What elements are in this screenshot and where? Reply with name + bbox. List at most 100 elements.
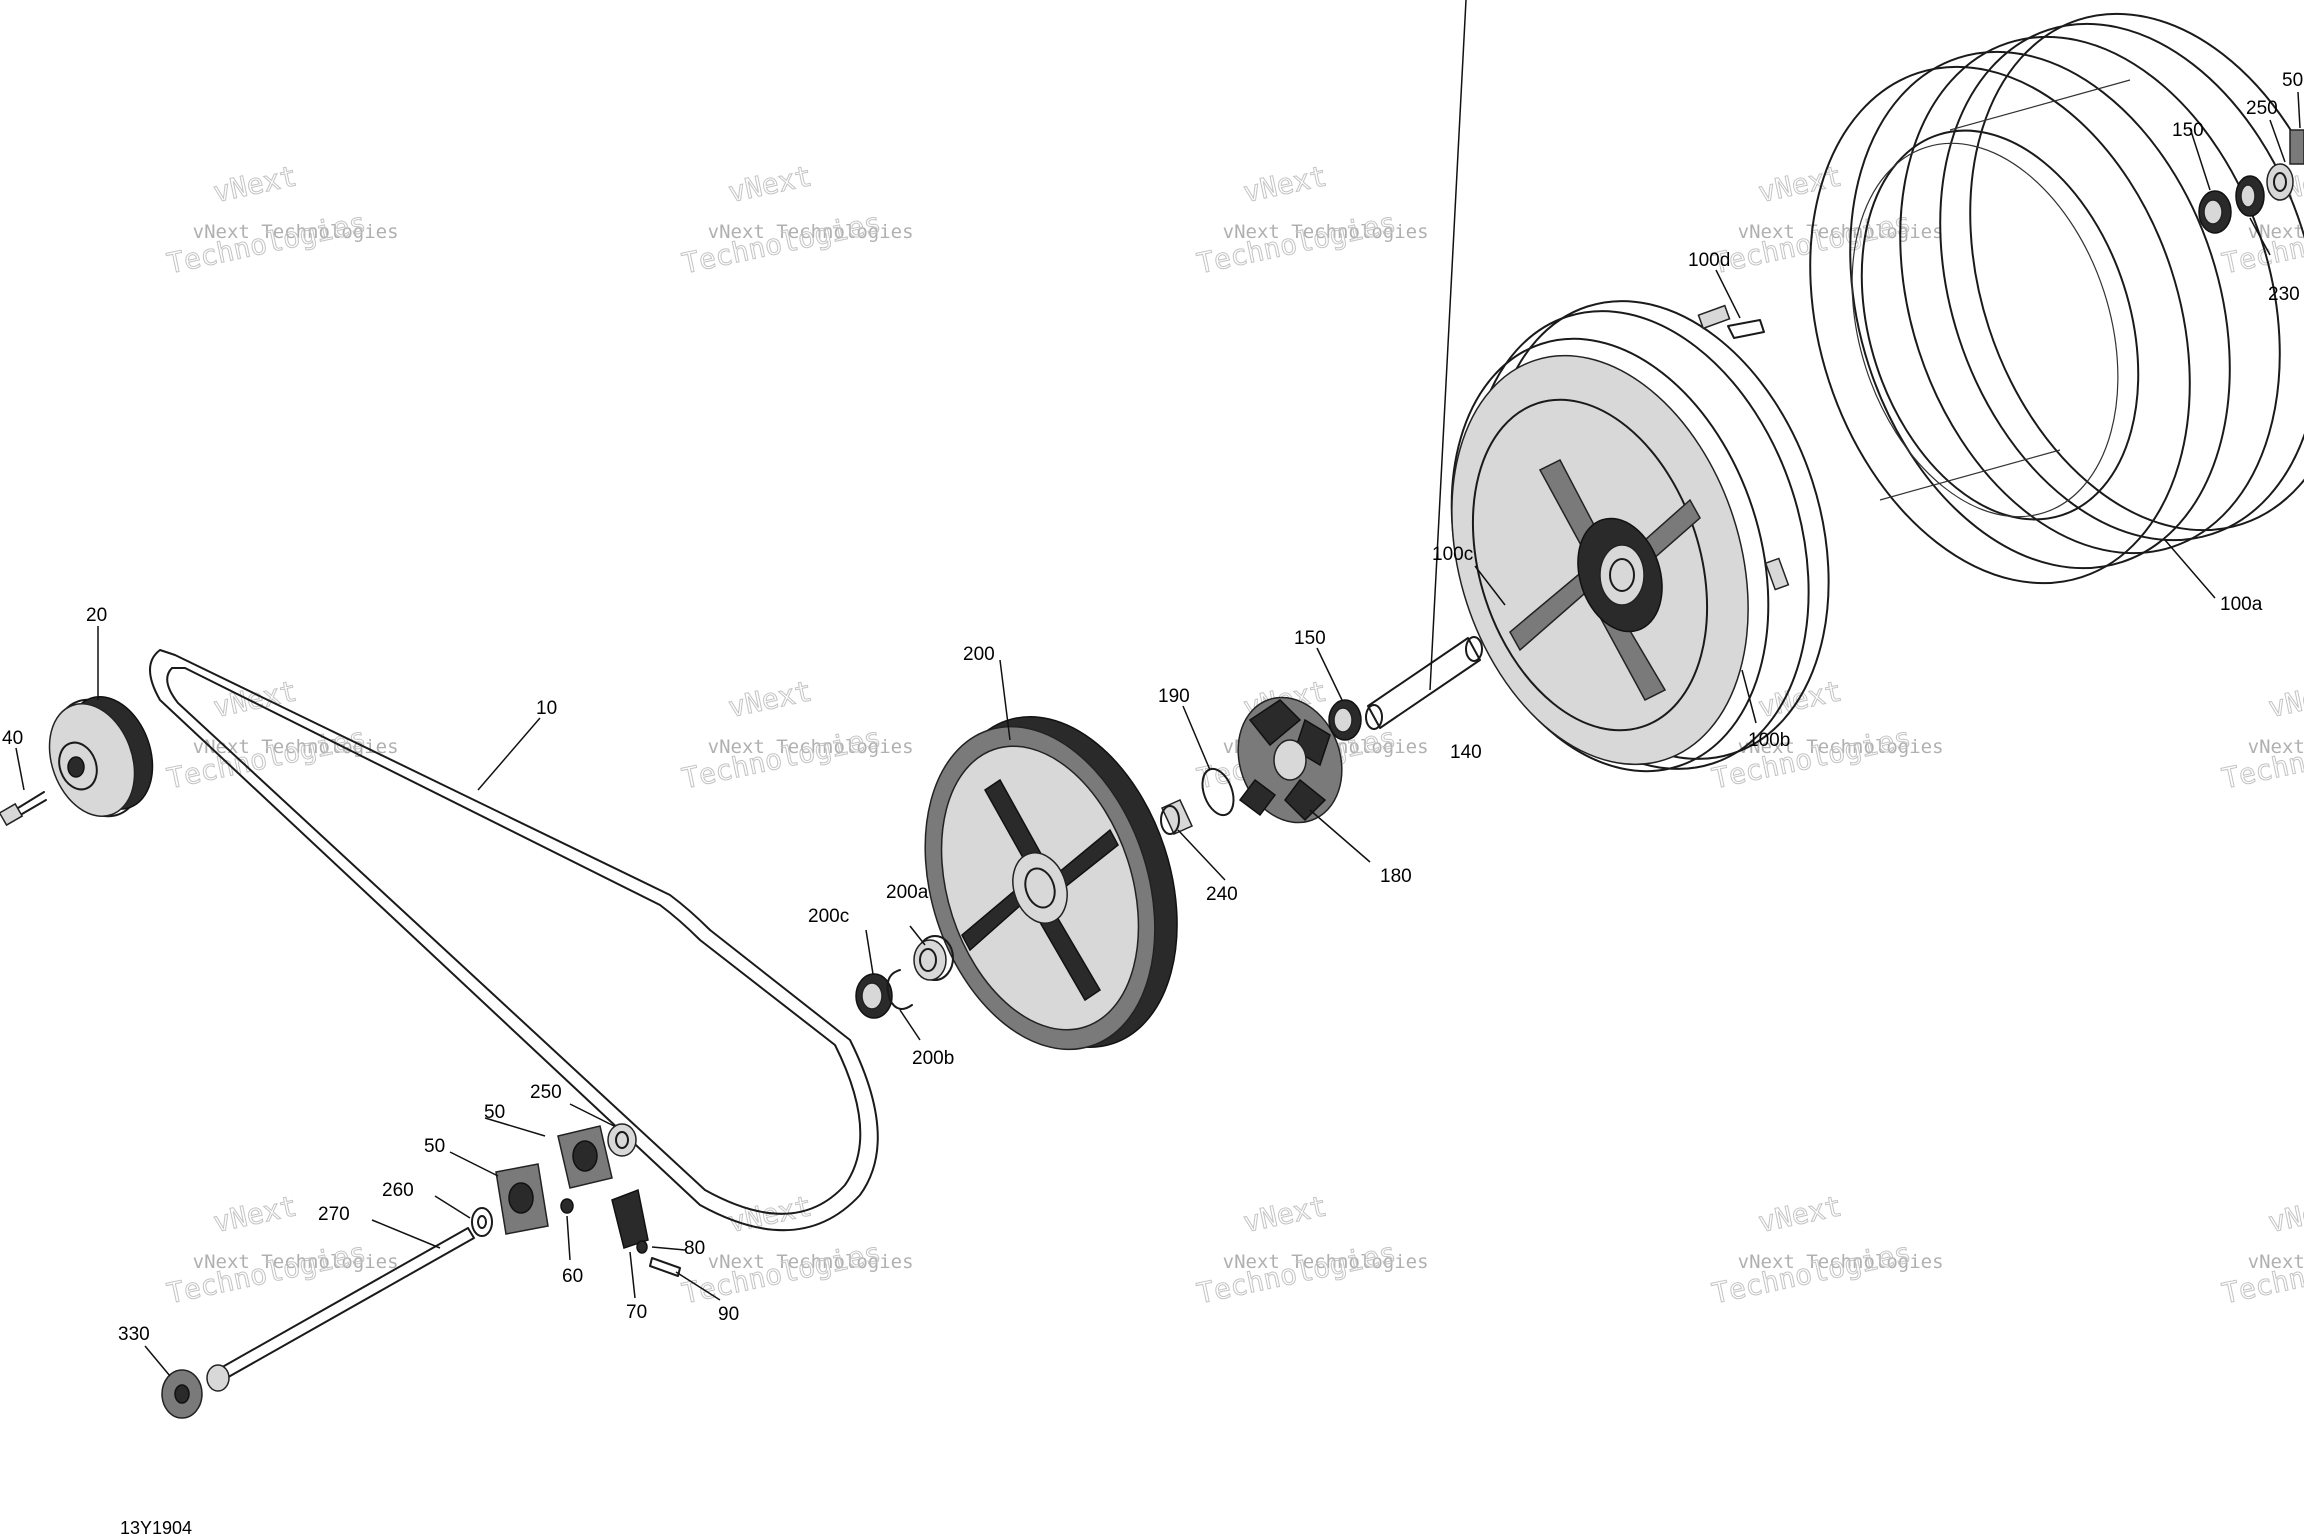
bearing-150-right <box>2198 190 2232 234</box>
svg-text:Technologies: Technologies <box>1194 1236 1399 1310</box>
watermark-line-3: Technologies <box>164 206 369 280</box>
svg-text:vNext Technologies: vNext Technologies <box>1738 1251 1944 1273</box>
circlip-200b <box>886 969 913 1010</box>
svg-text:vNext: vNext <box>1240 1189 1329 1239</box>
callout-50-lower: 50 <box>424 1136 445 1157</box>
bolt-90 <box>649 1257 681 1277</box>
callout-330: 330 <box>118 1324 150 1345</box>
callout-150-right: 150 <box>2172 120 2204 141</box>
axle-sleeve-140 <box>1365 636 1483 730</box>
svg-text:vNext: vNext <box>1240 159 1329 209</box>
washer-80 <box>636 1240 648 1254</box>
pulley-bolt <box>0 791 47 827</box>
watermark-tile: vNext vNext Technologies Technologies <box>1194 1189 1429 1311</box>
svg-text:vNext Technologies: vNext Technologies <box>2248 221 2304 243</box>
callout-250-right: 250 <box>2246 98 2278 119</box>
callout-150-mid: 150 <box>1294 628 1326 649</box>
callout-100d: 100d <box>1688 250 1730 271</box>
svg-text:Technologies: Technologies <box>679 1236 884 1310</box>
watermark-tile: vNext vNext Technologies Technologies <box>679 674 914 796</box>
svg-text:vNext: vNext <box>725 1189 814 1239</box>
svg-text:vNext: vNext <box>1755 674 1844 724</box>
seal-230 <box>2235 175 2265 217</box>
watermark-tile: vNext vNext Technologies Technologies <box>164 1189 399 1311</box>
svg-text:Technologies: Technologies <box>2219 1236 2304 1310</box>
svg-text:vNext Technologies: vNext Technologies <box>1738 221 1944 243</box>
watermark-tile: vNext vNext Technologies Technologies <box>164 674 399 796</box>
svg-text:vNext Technologies: vNext Technologies <box>1738 736 1944 758</box>
svg-text:vNext Technologies: vNext Technologies <box>193 736 399 758</box>
cush-drive <box>1237 696 1343 824</box>
drive-pulley <box>48 696 154 818</box>
svg-text:Technologies: Technologies <box>1709 721 1914 795</box>
callout-100b: 100b <box>1748 730 1790 751</box>
wheel-rim <box>1450 300 1830 773</box>
spacer-240 <box>1160 799 1193 835</box>
spacer-250-right <box>2266 163 2294 201</box>
svg-text:Technologies: Technologies <box>1194 206 1399 280</box>
svg-text:vNext: vNext <box>725 159 814 209</box>
callout-230: 230 <box>2268 284 2300 305</box>
bearing-200a <box>913 935 954 981</box>
svg-text:vNext: vNext <box>2265 1189 2304 1239</box>
adjuster-50-upper <box>557 1125 613 1189</box>
svg-text:vNext: vNext <box>1755 159 1844 209</box>
figure-id: 13Y1904 <box>120 1518 192 1536</box>
watermark-tile: vNext vNext Technologies Technologies <box>1194 159 1429 281</box>
svg-text:vNext: vNext <box>210 1189 299 1239</box>
svg-text:vNext Technologies: vNext Technologies <box>1223 1251 1429 1273</box>
callout-90: 90 <box>718 1304 739 1325</box>
svg-text:vNext: vNext <box>2265 674 2304 724</box>
callout-70: 70 <box>626 1302 647 1323</box>
callout-260: 260 <box>382 1180 414 1201</box>
svg-text:Technologies: Technologies <box>679 206 884 280</box>
callout-50-upper: 50 <box>484 1102 505 1123</box>
nut-60 <box>560 1198 574 1214</box>
callout-50-right: 50 <box>2282 70 2303 91</box>
callout-10: 10 <box>536 698 557 719</box>
callout-180: 180 <box>1380 866 1412 887</box>
svg-text:vNext Technologies: vNext Technologies <box>708 1251 914 1273</box>
callout-250-left: 250 <box>530 1082 562 1103</box>
callout-100a: 100a <box>2220 594 2263 615</box>
svg-text:vNext Technologies: vNext Technologies <box>708 221 914 243</box>
watermark-tile: vNext vNext Technologies Technologies <box>2219 674 2304 796</box>
svg-text:Technologies: Technologies <box>164 1236 369 1310</box>
seal-200c <box>855 973 893 1019</box>
callout-40: 40 <box>2 728 23 749</box>
callout-140: 140 <box>1450 742 1482 763</box>
washer-260 <box>471 1207 493 1237</box>
watermark-tile: vNext vNext Technologies Technologies <box>1709 1189 1944 1311</box>
callout-200c: 200c <box>808 906 849 927</box>
callout-labels: 10 20 40 200 200a 200c 200b 190 240 180 … <box>2 70 2303 1345</box>
drive-belt <box>149 649 879 1232</box>
adjuster-50-lower <box>495 1163 549 1235</box>
callout-80: 80 <box>684 1238 705 1259</box>
svg-text:vNext Technologies: vNext Technologies <box>193 1251 399 1273</box>
tire-100a <box>1809 12 2304 585</box>
svg-text:Technologies: Technologies <box>679 721 884 795</box>
svg-text:vNext Technologies: vNext Technologies <box>708 736 914 758</box>
balance-weight-100d <box>1727 319 1765 339</box>
callout-100c: 100c <box>1432 544 1473 565</box>
watermark-line-2: vNext Technologies <box>193 221 399 243</box>
svg-text:vNext: vNext <box>210 674 299 724</box>
driven-sprocket <box>924 716 1178 1051</box>
svg-text:vNext: vNext <box>1755 1189 1844 1239</box>
axle-nut-330 <box>161 1364 230 1419</box>
watermark-tile: vNext vNext Technologies Technologies <box>2219 1189 2304 1311</box>
callout-200a: 200a <box>886 882 929 903</box>
watermark-tile: vNext vNext Technologies Technologies <box>164 159 399 281</box>
callout-200: 200 <box>963 644 995 665</box>
callout-200b: 200b <box>912 1048 954 1069</box>
watermark-tile: vNext vNext Technologies Technologies <box>1709 159 1944 281</box>
bearing-150-mid <box>1328 699 1362 741</box>
svg-text:vNext Technologies: vNext Technologies <box>2248 1251 2304 1273</box>
watermark-tile: vNext vNext Technologies Technologies <box>679 159 914 281</box>
spacer-250-left <box>607 1123 637 1157</box>
callout-240: 240 <box>1206 884 1238 905</box>
callout-60: 60 <box>562 1266 583 1287</box>
watermark-layer: vNext vNext Technologies Technologies vN… <box>164 159 2304 1311</box>
callout-190: 190 <box>1158 686 1190 707</box>
